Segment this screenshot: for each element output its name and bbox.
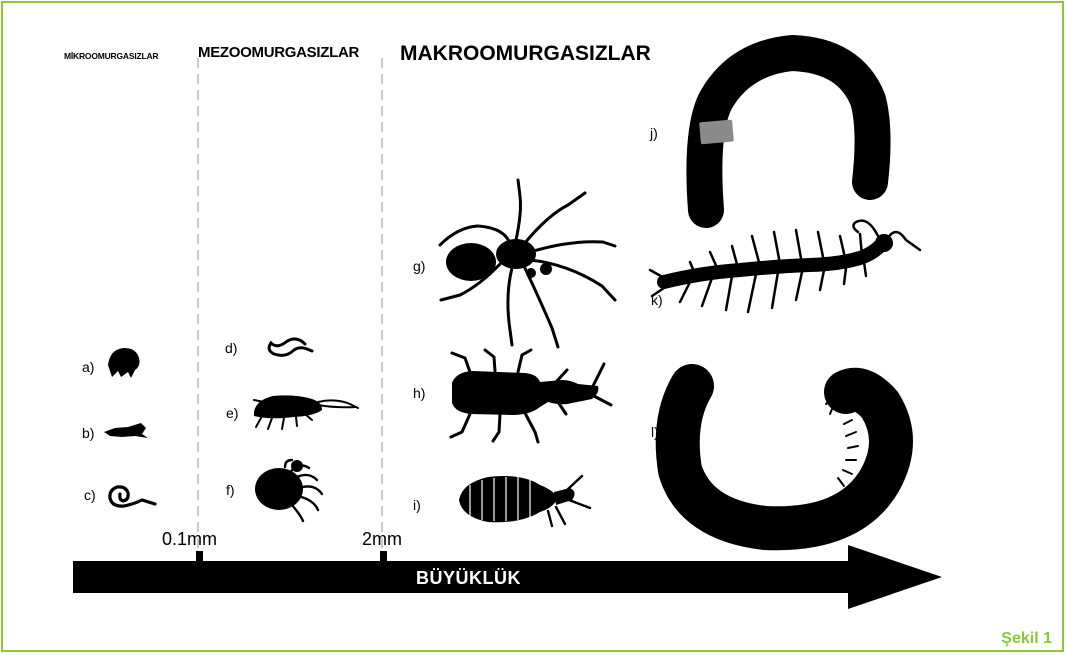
spider-silhouette xyxy=(440,180,615,347)
springtail-long-silhouette xyxy=(254,395,358,429)
label-k: k) xyxy=(651,292,663,308)
tick-mark-2mm xyxy=(380,551,387,561)
clitellum xyxy=(699,120,734,145)
label-h: h) xyxy=(413,385,425,401)
rotifer-silhouette xyxy=(104,423,148,438)
earthworm-silhouette xyxy=(698,53,873,214)
figure-caption: Şekil 1 xyxy=(1001,630,1052,648)
label-i: i) xyxy=(413,497,421,513)
woodlouse-silhouette xyxy=(459,476,590,526)
axis-title: BÜYÜKLÜK xyxy=(416,568,521,589)
centipede-silhouette xyxy=(650,221,920,312)
termite-silhouette xyxy=(451,350,611,442)
label-d: d) xyxy=(225,340,237,356)
heading-micro: MİKROOMURGASIZLAR xyxy=(64,51,158,61)
tick-mark-0.1mm xyxy=(196,551,203,561)
label-f: f) xyxy=(226,482,235,498)
label-j: j) xyxy=(650,125,658,141)
mite-silhouette xyxy=(255,460,322,521)
heading-macro: MAKROOMURGASIZLAR xyxy=(400,42,651,66)
millipede-silhouette xyxy=(678,374,891,528)
springtail-silhouette xyxy=(108,348,140,378)
label-b: b) xyxy=(82,425,94,441)
label-l: l) xyxy=(651,424,659,440)
label-e: e) xyxy=(226,405,238,421)
nematode-coil-silhouette xyxy=(110,487,155,506)
label-a: a) xyxy=(82,359,94,375)
tick-label-0.1mm: 0.1mm xyxy=(162,529,217,550)
worm-silhouette xyxy=(269,339,312,355)
label-c: c) xyxy=(84,487,96,503)
heading-meso: MEZOOMURGASIZLAR xyxy=(198,44,359,61)
tick-label-2mm: 2mm xyxy=(362,529,402,550)
label-g: g) xyxy=(413,258,425,274)
